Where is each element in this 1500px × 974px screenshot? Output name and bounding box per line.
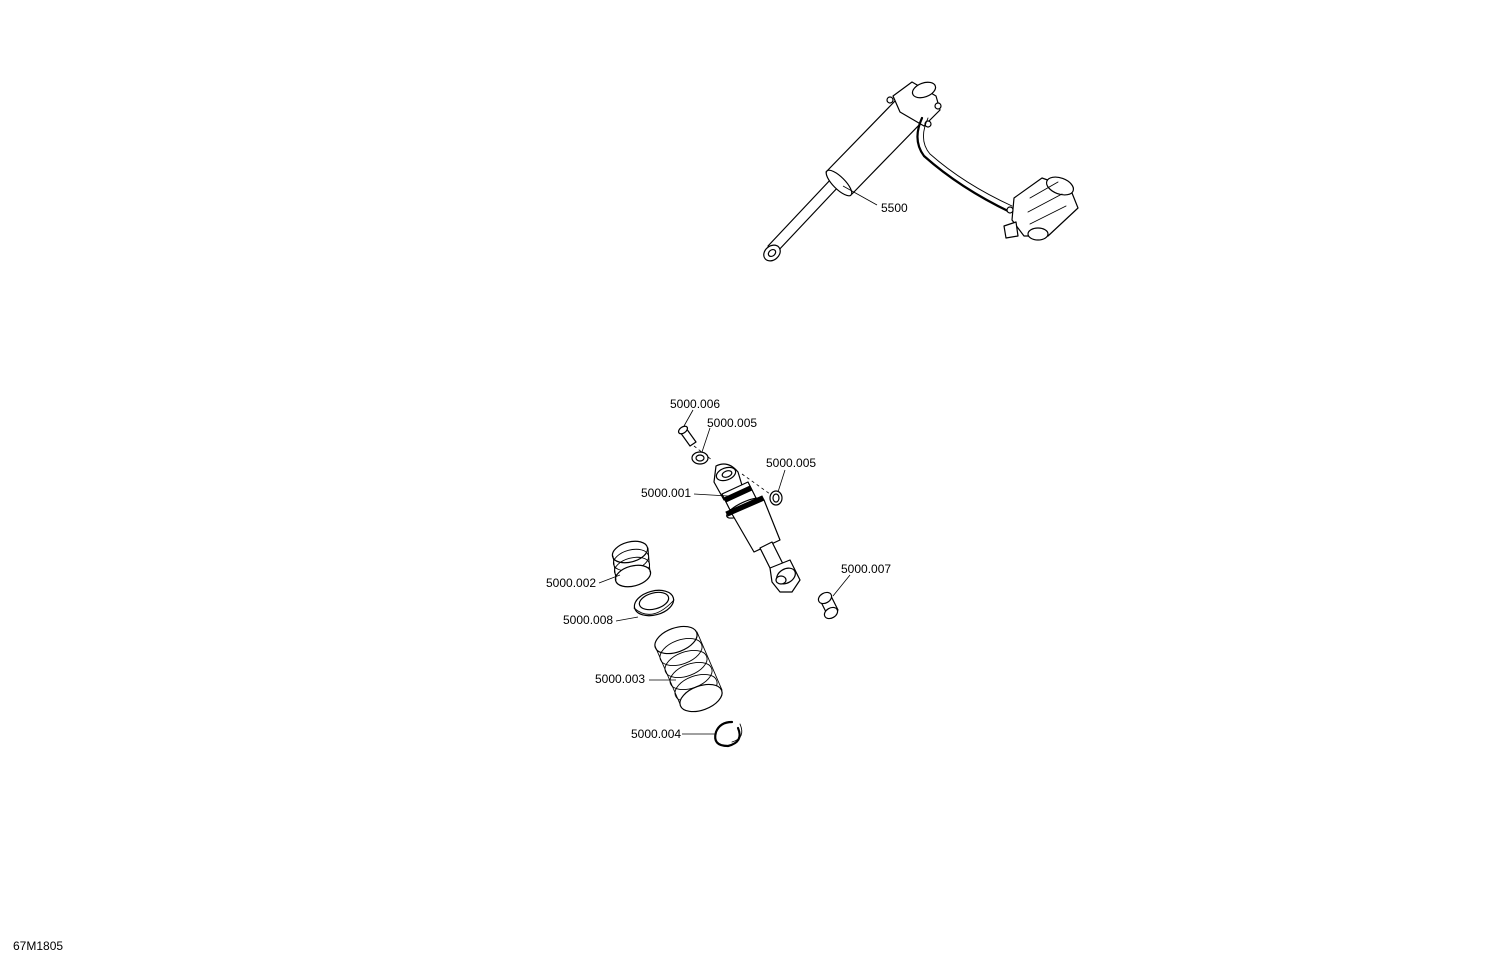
spring-upper xyxy=(611,540,652,588)
figure-id: 67M1805 xyxy=(13,939,64,953)
callout-spring-upper: 5000.002 xyxy=(546,576,596,590)
callout-lower-bushing: 5000.007 xyxy=(841,562,891,576)
lower-bushing xyxy=(817,591,839,620)
callout-shock-pin: 5000.006 xyxy=(670,397,720,411)
bushing-upper-left xyxy=(691,451,709,465)
callout-bushing-upper-left: 5000.005 xyxy=(707,416,757,430)
callout-5500: 5500 xyxy=(881,201,908,215)
callout-bushing-upper-right: 5000.005 xyxy=(766,456,816,470)
spring-clip xyxy=(714,720,743,748)
bushing-upper-right xyxy=(769,490,783,506)
spring-lower xyxy=(654,625,723,713)
callout-shock-body: 5000.001 xyxy=(641,486,691,500)
callout-spring-clip: 5000.004 xyxy=(631,727,681,741)
reservoir-shock-assembly xyxy=(763,81,1079,262)
shock-pin xyxy=(677,425,697,447)
leader-lines xyxy=(598,185,878,735)
callout-spring-retainer: 5000.008 xyxy=(563,613,613,627)
spring-retainer xyxy=(633,589,675,617)
shock-absorber-body xyxy=(713,463,801,593)
callout-spring-lower: 5000.003 xyxy=(595,672,645,686)
